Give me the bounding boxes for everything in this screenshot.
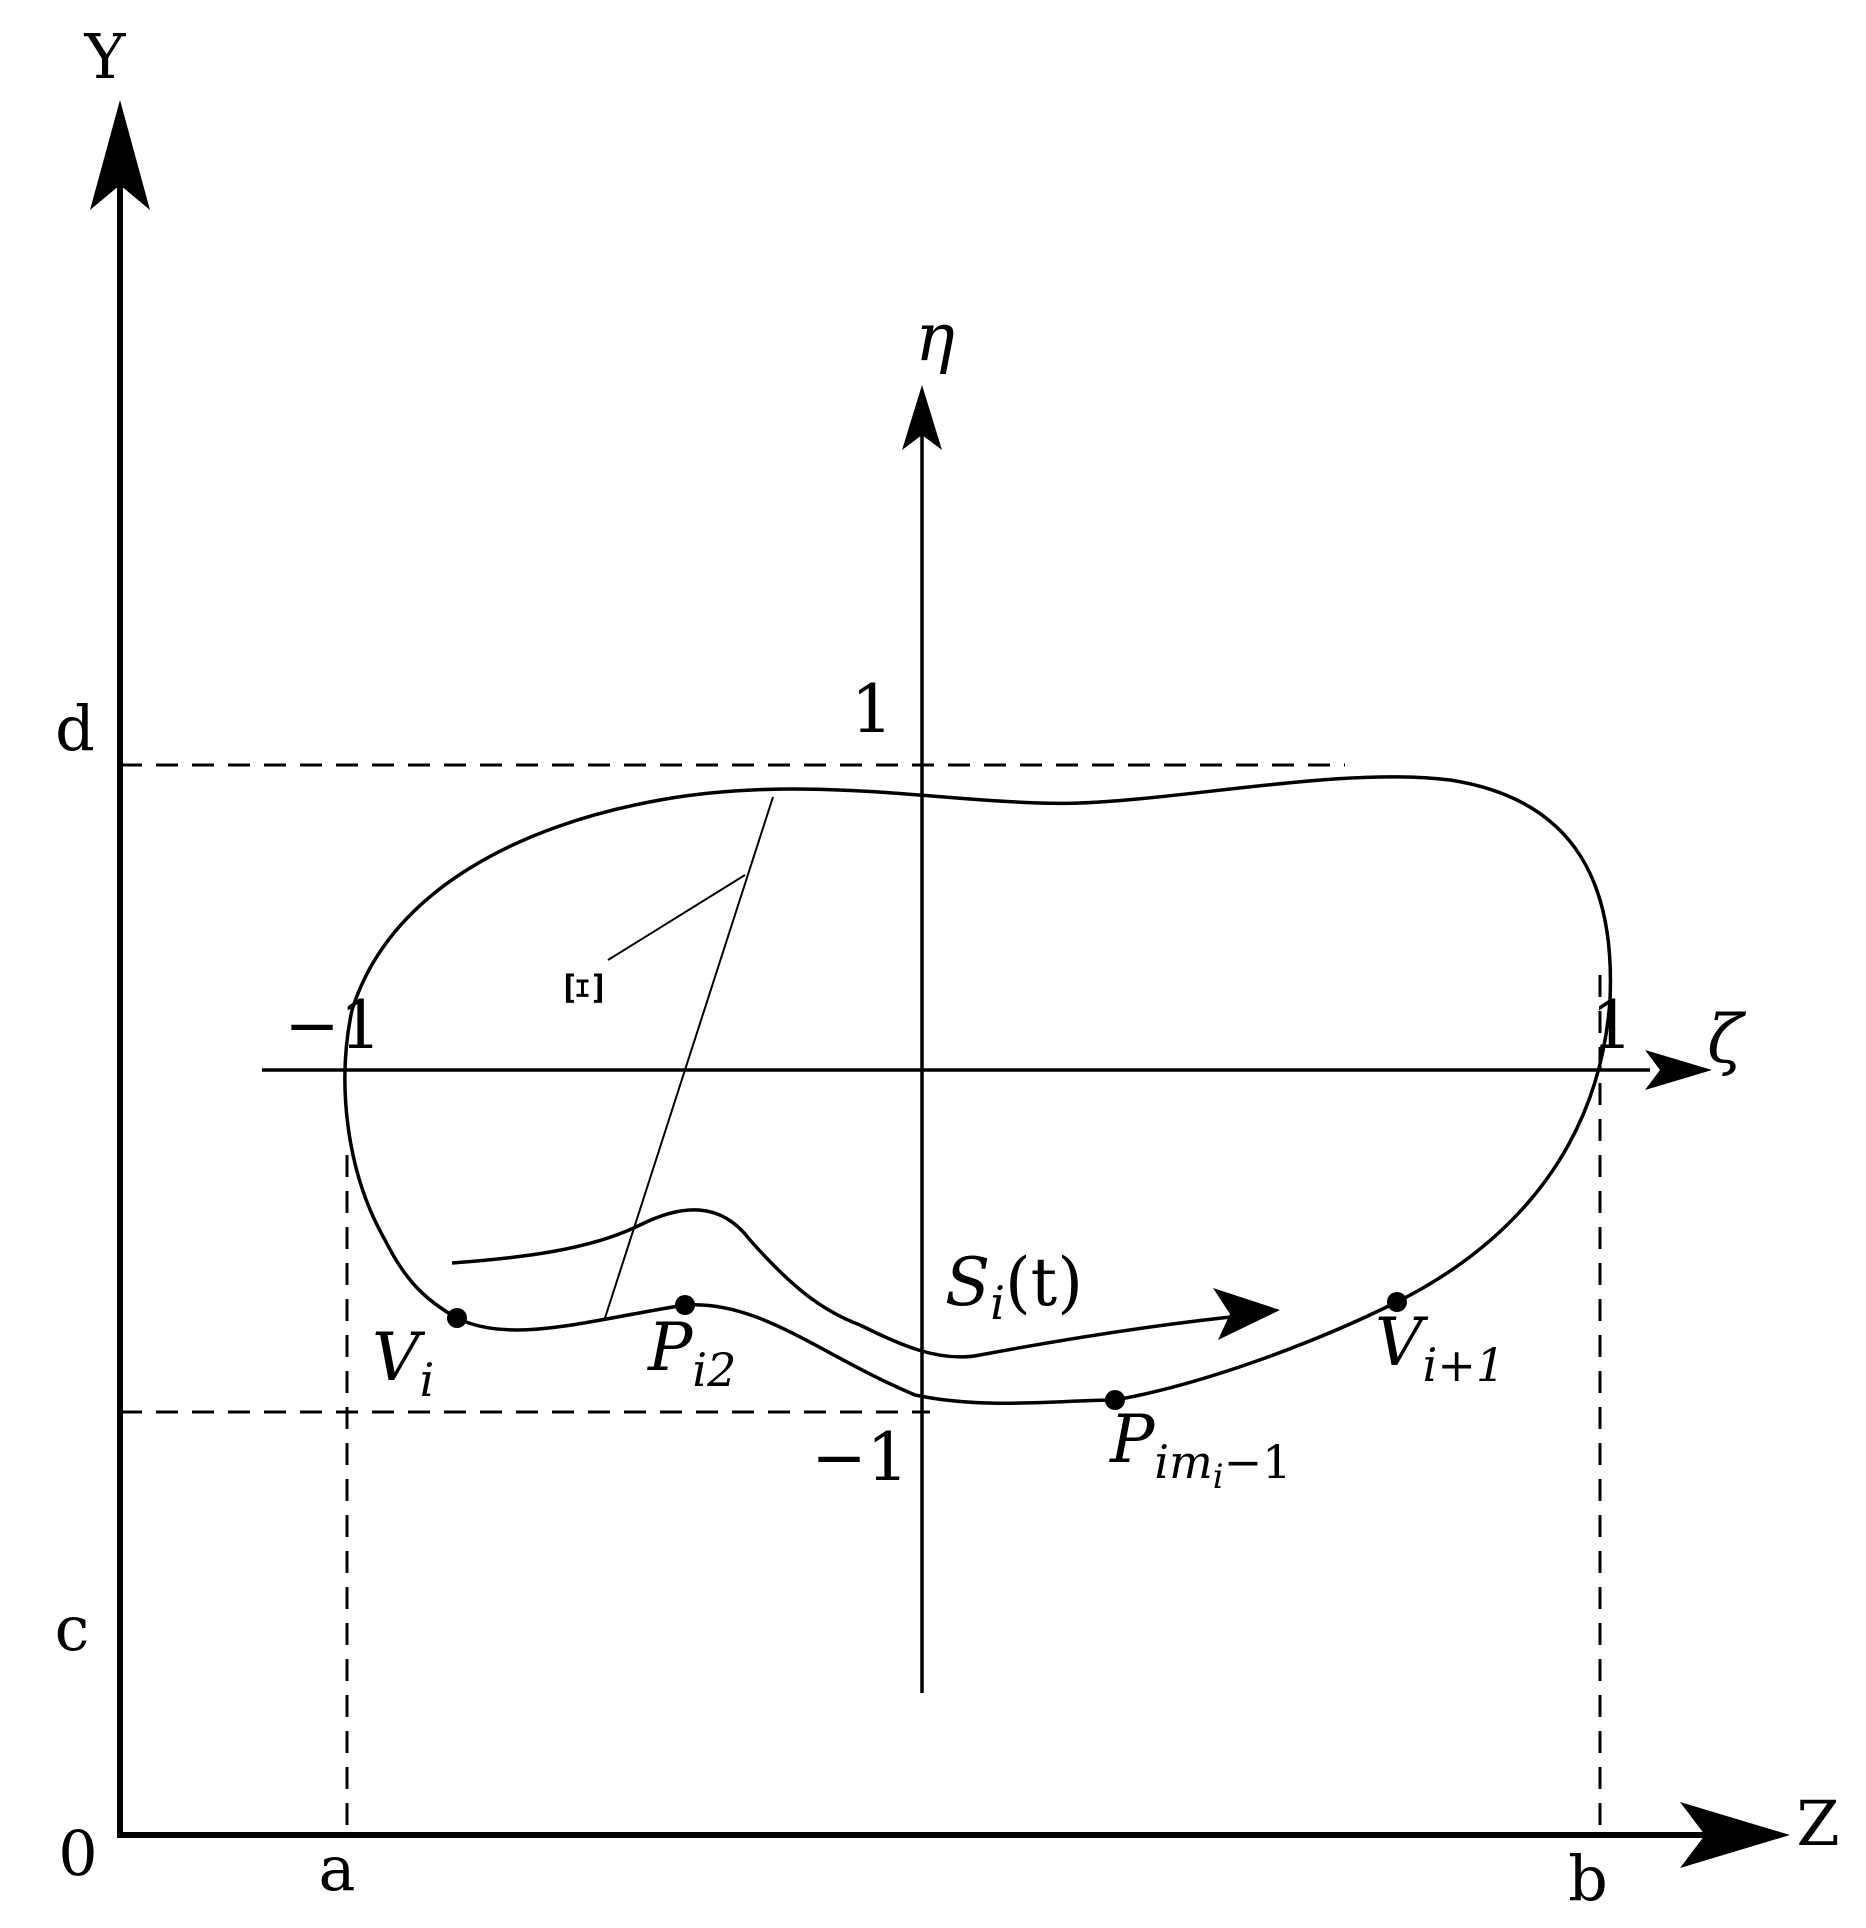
s-curve-label: Si(t) <box>945 1244 1083 1330</box>
inner-y-pos-label: 1 <box>851 671 893 748</box>
p-i2-label-sub: i2 <box>692 1343 736 1397</box>
outer-x-label: Z <box>1796 1787 1839 1860</box>
v-i1-label: Vi+1 <box>1375 1304 1505 1392</box>
p-im-label-sub2: −1 <box>1224 1435 1292 1489</box>
v-i1-label-main: V <box>1375 1304 1429 1381</box>
p-i2-label-main: P <box>647 1309 694 1386</box>
inner-x-pos-label: 1 <box>1591 987 1633 1064</box>
point-p-im <box>1105 1390 1125 1410</box>
s-curve <box>451 1208 1251 1359</box>
tick-a-label: a <box>319 1832 356 1905</box>
p-im-label-sub1: im <box>1154 1435 1212 1489</box>
boundary-curve <box>343 775 1613 1405</box>
inner-zeta-label: ζ <box>1707 1001 1747 1078</box>
v-i1-label-sub: i+1 <box>1423 1338 1506 1392</box>
inner-y-neg-label: −1 <box>811 1419 908 1496</box>
s-curve-arrowhead <box>1213 1288 1280 1340</box>
s-curve-label-arg: (t) <box>1005 1244 1083 1321</box>
tick-b-label: b <box>1568 1842 1608 1915</box>
point-v-i <box>447 1308 467 1328</box>
outer-y-label: Y <box>84 20 127 93</box>
point-p-i2 <box>675 1295 695 1315</box>
v-i-label-sub: i <box>420 1353 435 1407</box>
v-i-label-main: V <box>372 1319 426 1396</box>
p-im-label-subsub: i <box>1213 1457 1224 1497</box>
xi-line-long <box>604 796 774 1319</box>
s-curve-label-main: S <box>945 1244 990 1321</box>
p-i2-label: Pi2 <box>647 1309 736 1397</box>
p-im-label-main: P <box>1109 1401 1156 1478</box>
tick-c-label: c <box>55 1592 90 1665</box>
inner-zeta-arrowhead <box>1645 1050 1712 1090</box>
point-v-i1 <box>1387 1292 1407 1312</box>
p-im-label: Pimi−1 <box>1109 1401 1291 1497</box>
inner-eta-arrowhead <box>902 385 942 450</box>
outer-y-arrowhead <box>90 100 150 210</box>
inner-x-neg-label: −1 <box>284 987 381 1064</box>
tick-d-label: d <box>55 692 95 765</box>
xi-label: Ξ <box>556 970 614 1005</box>
origin-label: 0 <box>58 1817 97 1890</box>
xi-leader-line <box>607 874 746 961</box>
v-i-label: Vi <box>372 1319 434 1407</box>
dashed-guides <box>120 763 1602 1835</box>
outer-x-arrowhead <box>1680 1802 1790 1868</box>
s-curve-label-sub: i <box>990 1276 1005 1330</box>
inner-eta-label: η <box>915 299 955 376</box>
